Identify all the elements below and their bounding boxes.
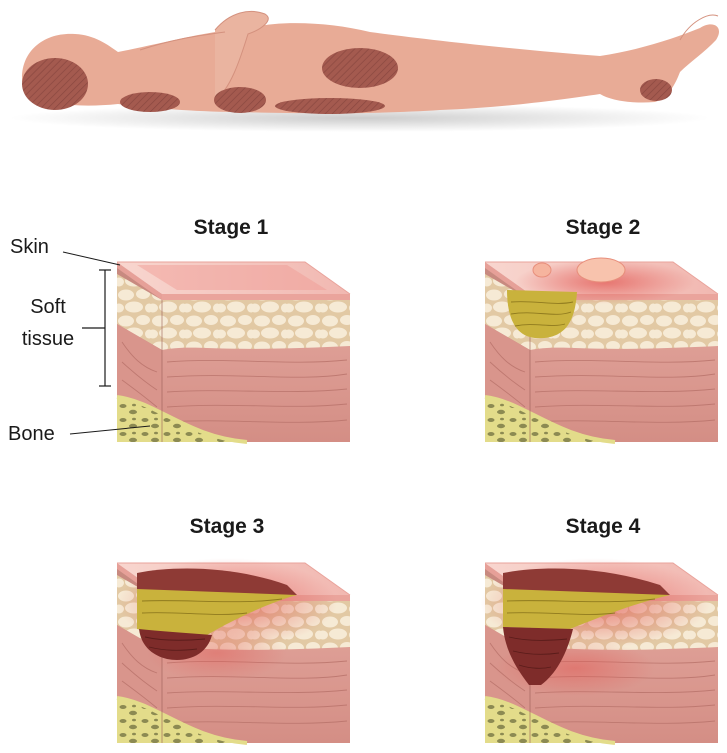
blister-small <box>533 263 551 277</box>
label-soft-tissue-line2: tissue <box>22 328 74 350</box>
pressure-area-sacrum <box>322 48 398 88</box>
leader-skin <box>63 252 120 265</box>
pressure-area-hip <box>275 98 385 114</box>
stage-2-tissue-block <box>485 258 718 442</box>
label-bone: Bone <box>8 423 55 445</box>
stage-4-title: Stage 4 <box>566 515 641 538</box>
stage-3-title: Stage 3 <box>190 515 265 538</box>
lying-body-figure <box>10 11 719 132</box>
pressure-area-elbow <box>214 87 266 113</box>
stage-2-title: Stage 2 <box>566 216 641 239</box>
stage-3-tissue-block <box>117 558 350 743</box>
pressure-area-shoulder <box>120 92 180 112</box>
stage-1-title: Stage 1 <box>194 216 269 239</box>
soft-tissue-bracket <box>82 270 111 386</box>
pressure-area-head <box>22 58 88 110</box>
pressure-area-heel <box>640 79 672 101</box>
stage-1-tissue-block <box>117 262 350 442</box>
blister-large <box>577 258 625 282</box>
label-soft-tissue-line1: Soft <box>30 296 66 318</box>
stage-4-tissue-block <box>480 558 718 743</box>
label-skin: Skin <box>10 236 49 258</box>
